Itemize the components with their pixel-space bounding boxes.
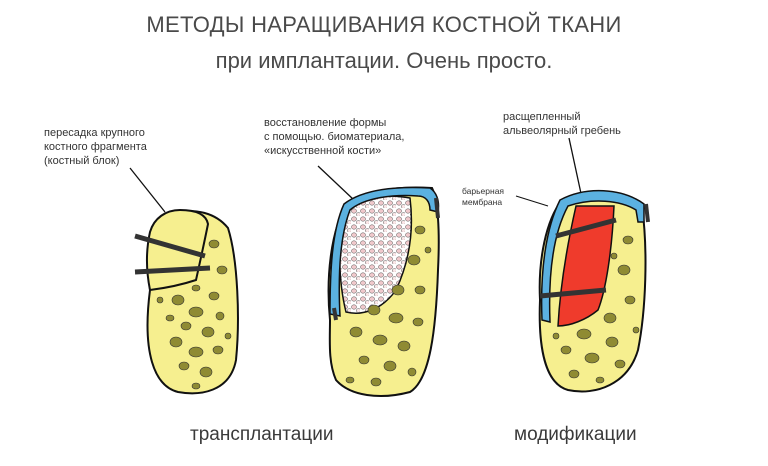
page-subtitle: при имплантации. Очень просто. — [215, 48, 553, 73]
membrane-pin — [644, 203, 650, 223]
caption-modification: модификации — [514, 424, 637, 445]
bone-marrow-spots — [552, 235, 640, 384]
diagram-split-ridge — [538, 190, 650, 393]
membrane-pointer — [515, 195, 549, 207]
fixation-screw-upper — [134, 233, 206, 259]
membrane-pin — [434, 197, 440, 219]
barrier-membrane — [540, 190, 645, 323]
diagram-biomaterial — [327, 186, 440, 397]
biomaterial-pointer — [317, 165, 355, 201]
fixation-screw-upper — [555, 217, 617, 239]
diagram-transplantation — [134, 208, 239, 395]
page-title: МЕТОДЫ НАРАЩИВАНИЯ КОСТНОЙ ТКАНИ — [146, 12, 622, 37]
split-ridge-label: расщепленный альвеолярный гребень — [503, 111, 621, 137]
biomaterial-label: восстановление формы с помощью. биоматер… — [264, 117, 405, 157]
caption-transplantation: трансплантации — [190, 424, 334, 445]
bone-block-label: пересадка крупного костного фрагмента (к… — [44, 127, 147, 167]
membrane-label: барьерная мембрана — [462, 186, 505, 207]
split-ridge-graft — [557, 205, 615, 327]
bone-marrow-spots — [345, 225, 432, 387]
membrane-pin — [332, 307, 338, 321]
bone-marrow-spots — [156, 239, 232, 390]
fixation-screw-lower — [539, 287, 607, 299]
barrier-membrane — [329, 186, 440, 317]
fixation-screw-lower — [134, 265, 211, 275]
bone-block-pointer — [129, 167, 166, 213]
